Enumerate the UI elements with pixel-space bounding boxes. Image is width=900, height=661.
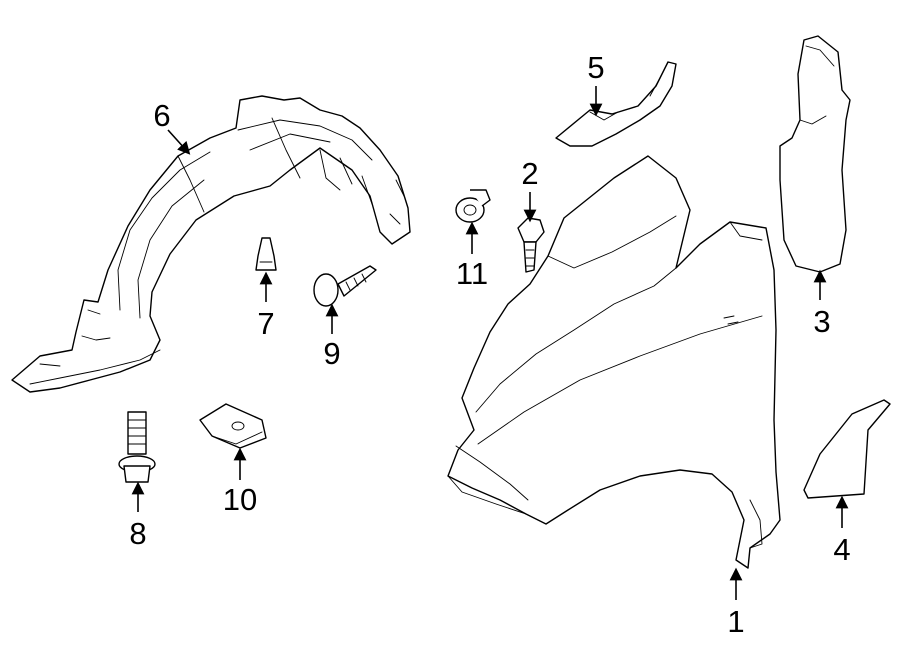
callout-7: 7 — [257, 306, 274, 341]
callout-arrows — [131, 86, 849, 600]
callout-3: 3 — [813, 304, 830, 339]
callout-1: 1 — [727, 604, 744, 639]
callout-10: 10 — [223, 482, 257, 517]
mud-guard-part — [803, 399, 891, 499]
fender-liner-part — [11, 95, 411, 393]
callout-9: 9 — [323, 336, 340, 371]
push-clip-part — [255, 237, 277, 271]
callout-labels: 1 2 3 4 5 6 7 8 9 10 11 — [129, 50, 850, 639]
callout-5: 5 — [587, 50, 604, 85]
callout-6: 6 — [153, 98, 170, 133]
fender-insulator-part — [779, 35, 851, 273]
callout-11: 11 — [456, 256, 488, 291]
callout-2: 2 — [521, 156, 538, 191]
callout-8: 8 — [129, 516, 146, 551]
callout-4: 4 — [833, 532, 850, 567]
clip-nut-part — [199, 403, 267, 449]
flange-bolt-part — [118, 411, 156, 483]
screw-part — [313, 265, 377, 307]
bolt-part — [517, 217, 545, 273]
fender-seal-part — [555, 61, 677, 147]
arrow-6 — [167, 129, 191, 155]
front-fender-part — [447, 155, 781, 569]
grommet-part — [455, 189, 491, 223]
